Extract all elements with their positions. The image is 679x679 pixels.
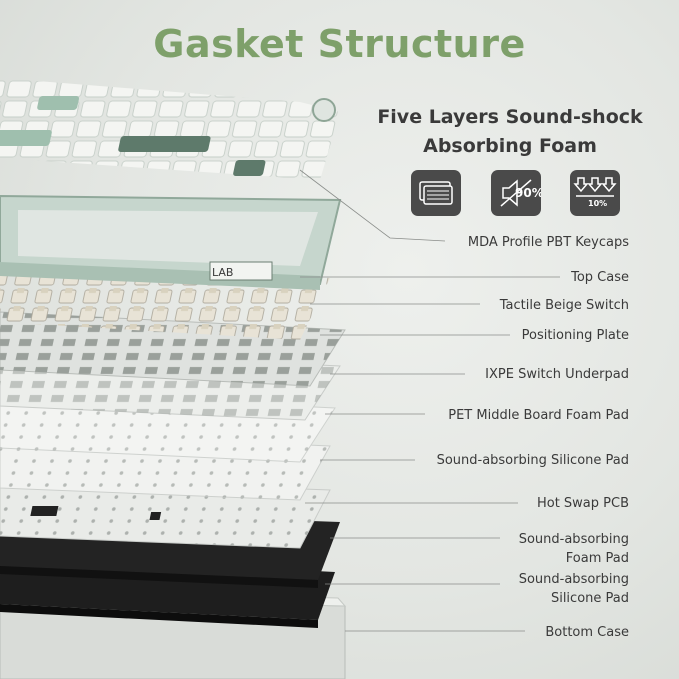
case-badge-text: LAB <box>212 266 233 279</box>
feature-heading: Five Layers Sound-shock Absorbing Foam <box>360 103 660 161</box>
leader-lines <box>299 169 560 632</box>
page-title: Gasket Structure <box>153 22 526 66</box>
label-positioning-plate: Positioning Plate <box>521 328 629 343</box>
label-ixpe-underpad: IXPE Switch Underpad <box>485 367 629 382</box>
noise-reduction-value: 90% <box>515 186 541 200</box>
compression-value: 10% <box>588 199 607 208</box>
noise-reduction-icon: 90% <box>491 170 541 216</box>
label-bottom-case: Bottom Case <box>545 625 629 640</box>
label-switch: Tactile Beige Switch <box>499 298 629 313</box>
foam-layers-icon <box>411 170 461 216</box>
label-pet-foam-pad: PET Middle Board Foam Pad <box>448 408 629 423</box>
label-hot-swap-pcb: Hot Swap PCB <box>536 496 629 511</box>
label-keycaps: MDA Profile PBT Keycaps <box>467 235 629 250</box>
label-foam-pad: Sound-absorbing Foam Pad <box>518 532 629 566</box>
feature-heading-line1: Five Layers Sound-shock <box>377 106 643 128</box>
label-top-case: Top Case <box>571 270 629 285</box>
feature-heading-line2: Absorbing Foam <box>423 135 597 157</box>
label-silicone-pad-bottom: Sound-absorbing Silicone Pad <box>518 572 629 606</box>
compression-icon: 10% <box>570 170 620 216</box>
layer-keycaps <box>0 78 340 180</box>
label-silicone-pad: Sound-absorbing Silicone Pad <box>436 453 629 468</box>
layer-top-case: LAB <box>0 194 342 290</box>
